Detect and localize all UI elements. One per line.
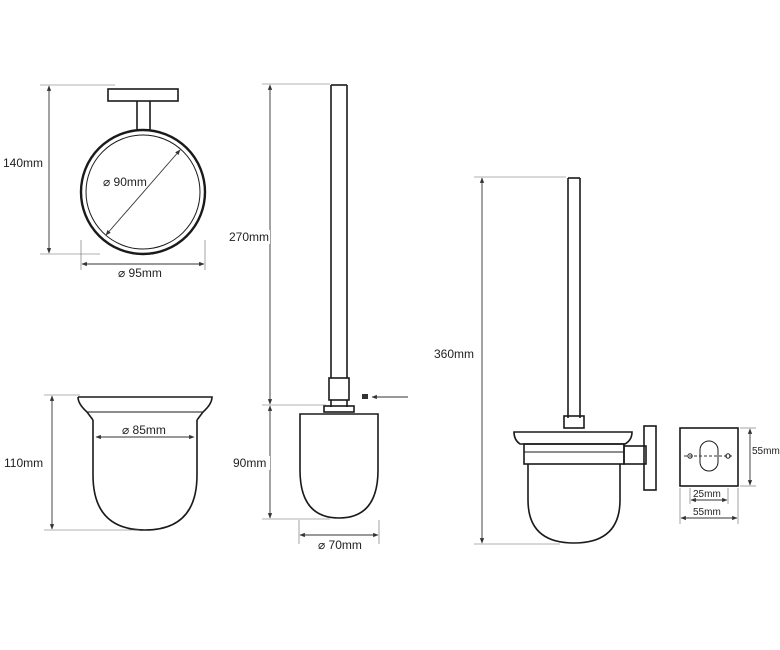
wall-plate-view [679,427,756,524]
label-cup-height: 110mm [4,456,43,470]
brush-view [262,83,408,544]
label-brush-head-height: 90mm [233,456,266,470]
ring-inner-diameter-line [105,149,181,236]
ring-holder-view [40,84,207,270]
glass-cup-view [44,394,213,531]
assembled-cup [527,464,621,544]
wall-mount-block [107,88,179,102]
label-ring-inner-diameter: ⌀ 90mm [103,175,147,189]
holder-ring-inner [85,134,201,250]
label-brush-head-diameter: ⌀ 70mm [318,538,362,552]
label-plate-width: 55mm [693,507,721,518]
brush-head [299,413,379,519]
cup-body [92,420,198,531]
label-ring-outer-diameter: ⌀ 95mm [118,266,162,280]
label-holder-height: 140mm [3,156,43,170]
label-total-height: 360mm [434,347,474,361]
holder-band [523,443,625,465]
label-brush-handle-length: 270mm [229,230,269,244]
dimension-labels: 140mm ⌀ 90mm ⌀ 95mm 110mm ⌀ 85mm 270mm 9… [2,156,780,552]
label-plate-height: 55mm [752,446,780,457]
wall-plate-side [643,425,657,491]
holder-ring-outer [79,128,207,256]
label-hole-spacing: 25mm [693,489,721,500]
wall-plate-square [679,427,739,487]
assembled-set-view [474,176,657,545]
label-cup-diameter: ⌀ 85mm [122,423,166,437]
